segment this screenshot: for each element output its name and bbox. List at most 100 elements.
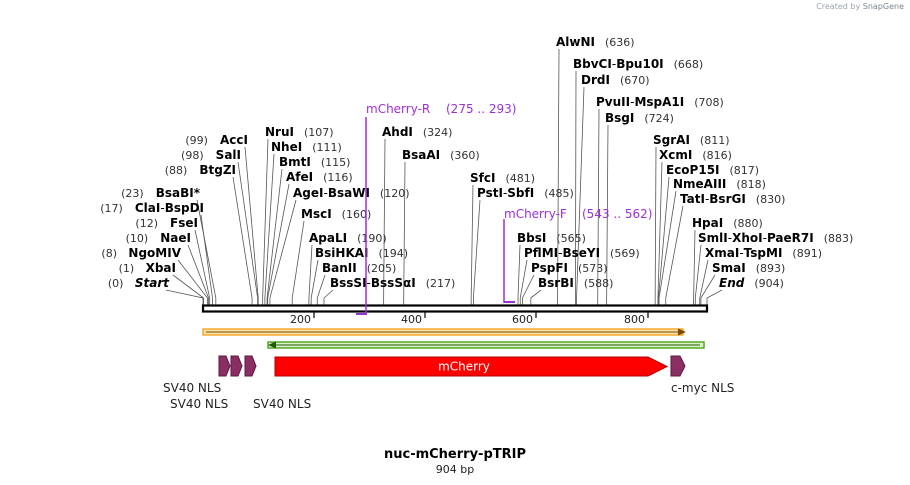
site-position: (485)	[544, 187, 574, 200]
site-leader-line	[165, 289, 204, 305]
site-leader-line	[699, 259, 709, 305]
site-label-naei[interactable]: NaeI(10)	[126, 231, 191, 245]
site-label-btgzi[interactable]: BtgZI(88)	[165, 163, 236, 177]
site-enzyme-name: XhoI	[732, 231, 763, 245]
site-enzyme-name: AgeI	[293, 186, 323, 200]
site-label-start[interactable]: Start(0)	[108, 276, 170, 290]
site-label-pvuii[interactable]: PvuII - MspA1I(708)	[596, 95, 724, 109]
site-label-bmti[interactable]: BmtI(115)	[279, 155, 350, 169]
site-separator: -	[367, 276, 371, 290]
site-label-smai[interactable]: SmaI(893)	[712, 261, 785, 275]
site-leader-line	[657, 161, 663, 305]
feature-label-sv40-nls-1: SV40 NLS	[163, 381, 221, 395]
site-leader-line	[194, 229, 211, 305]
c-myc-nls-feature[interactable]	[670, 355, 686, 377]
site-separator: -	[728, 231, 732, 245]
site-position: (811)	[700, 134, 730, 147]
site-leader-line	[269, 199, 297, 305]
site-enzyme-name: PaeR7I	[767, 231, 814, 245]
site-position: (904)	[754, 277, 784, 290]
site-label-bsrbi[interactable]: BsrBI(588)	[538, 276, 613, 290]
site-label-nmeaiii[interactable]: NmeAIII(818)	[673, 177, 766, 191]
site-label-banii[interactable]: BanII(205)	[322, 261, 396, 275]
site-label-nhei[interactable]: NheI(111)	[271, 140, 342, 154]
site-label-hpai[interactable]: HpaI(880)	[692, 216, 763, 230]
feature-label-c-myc-nls: c-myc NLS	[671, 381, 734, 395]
site-enzyme-name: PstI	[477, 186, 503, 200]
primer-mcherry-r[interactable]: mCherry-R (275 .. 293)	[356, 102, 516, 315]
primer-name: mCherry-F	[504, 207, 567, 221]
site-leader-line	[517, 244, 521, 305]
sv40-nls-feature[interactable]	[230, 355, 243, 377]
site-label-apali[interactable]: ApaLI(190)	[309, 231, 387, 245]
site-label-sali[interactable]: SalI(98)	[181, 148, 241, 162]
site-label-tati[interactable]: TatI - BsrGI(830)	[680, 192, 785, 206]
site-label-afei[interactable]: AfeI(116)	[286, 170, 353, 184]
site-label-bsihkai[interactable]: BsiHKAI(194)	[315, 246, 408, 260]
site-label-bsaai[interactable]: BsaAI(360)	[402, 148, 480, 162]
site-label-pflmi[interactable]: PflMI - BseYI(569)	[524, 246, 640, 260]
mcherry-arrow	[274, 356, 669, 377]
sv40-nls-feature[interactable]	[218, 355, 231, 377]
site-position: (23)	[121, 187, 144, 200]
ruler-backbone	[201, 304, 709, 313]
orange-feature-bar[interactable]	[202, 328, 686, 336]
site-enzyme-name: SmlI	[698, 231, 728, 245]
site-enzyme-name: PvuII	[596, 95, 630, 109]
site-position: (217)	[426, 277, 456, 290]
site-leader-line	[694, 244, 702, 305]
site-enzyme-name: MspA1I	[634, 95, 684, 109]
site-enzyme-name: BbvCI	[573, 57, 612, 71]
site-label-ahdi[interactable]: AhdI(324)	[382, 125, 452, 139]
site-label-bsabi[interactable]: BsaBI*(23)	[121, 186, 201, 200]
site-position: (569)	[610, 247, 640, 260]
site-label-bbsi[interactable]: BbsI(565)	[517, 231, 586, 245]
site-label-xcmi[interactable]: XcmI(816)	[659, 148, 732, 162]
site-enzyme-name: BssSαI	[371, 276, 416, 290]
site-label-bsgi[interactable]: BsgI(724)	[605, 111, 674, 125]
site-label-pspfi[interactable]: PspFI(573)	[531, 261, 608, 275]
site-label-smli[interactable]: SmlI - XhoI - PaeR7I(883)	[698, 231, 853, 245]
site-leader-line	[383, 138, 386, 305]
site-label-ecop15i[interactable]: EcoP15I(817)	[666, 163, 759, 177]
site-label-acci[interactable]: AccI(99)	[185, 133, 248, 147]
site-separator: -	[739, 246, 743, 260]
site-position: (1)	[119, 262, 135, 275]
site-label-drdi[interactable]: DrdI(670)	[581, 73, 650, 87]
site-enzyme-name: XmaI	[705, 246, 739, 260]
site-label-xmai[interactable]: XmaI - TspMI(891)	[705, 246, 822, 260]
site-separator: -	[503, 186, 507, 200]
site-leader-line	[472, 199, 481, 305]
site-enzyme-name: BanII	[322, 261, 357, 275]
green-feature-bar[interactable]	[267, 341, 705, 349]
site-position: (99)	[185, 134, 208, 147]
mcherry-label: mCherry	[438, 360, 490, 374]
site-label-psti[interactable]: PstI - SbfI(485)	[477, 186, 574, 200]
mcherry-feature[interactable]: mCherry	[274, 356, 669, 377]
primer-mcherry-f[interactable]: mCherry-F (543 .. 562)	[503, 207, 652, 303]
site-leader-line	[200, 214, 213, 305]
site-leader-line	[658, 176, 670, 305]
site-label-alwni[interactable]: AlwNI(636)	[556, 35, 635, 49]
site-label-agei[interactable]: AgeI - BsaWI(120)	[293, 186, 410, 200]
site-label-end[interactable]: End(904)	[719, 276, 784, 290]
site-label-bbvci[interactable]: BbvCI - Bpu10I(668)	[573, 57, 703, 71]
sv40-nls-feature[interactable]	[244, 355, 257, 377]
site-label-clai[interactable]: ClaI - BspDI(17)	[100, 201, 204, 215]
site-leader-line	[172, 274, 204, 305]
site-label-xbai[interactable]: XbaI(1)	[119, 261, 176, 275]
site-leader-line	[597, 108, 600, 305]
site-label-bsssi[interactable]: BssSI - BssSαI(217)	[330, 276, 455, 290]
site-label-sfci[interactable]: SfcI(481)	[470, 171, 535, 185]
site-label-sgrai[interactable]: SgrAI(811)	[653, 133, 730, 147]
site-position: (17)	[100, 202, 123, 215]
site-label-msci[interactable]: MscI(160)	[301, 207, 371, 221]
site-label-fsei[interactable]: FseI(12)	[135, 216, 198, 230]
site-label-nrui[interactable]: NruI(107)	[265, 125, 334, 139]
plasmid-title: nuc-mCherry-pTRIP	[384, 447, 526, 462]
site-position: (880)	[733, 217, 763, 230]
site-label-ngomiv[interactable]: NgoMIV(8)	[101, 246, 181, 260]
site-leader-line	[700, 274, 716, 305]
credit-prefix: Created by	[816, 2, 861, 11]
